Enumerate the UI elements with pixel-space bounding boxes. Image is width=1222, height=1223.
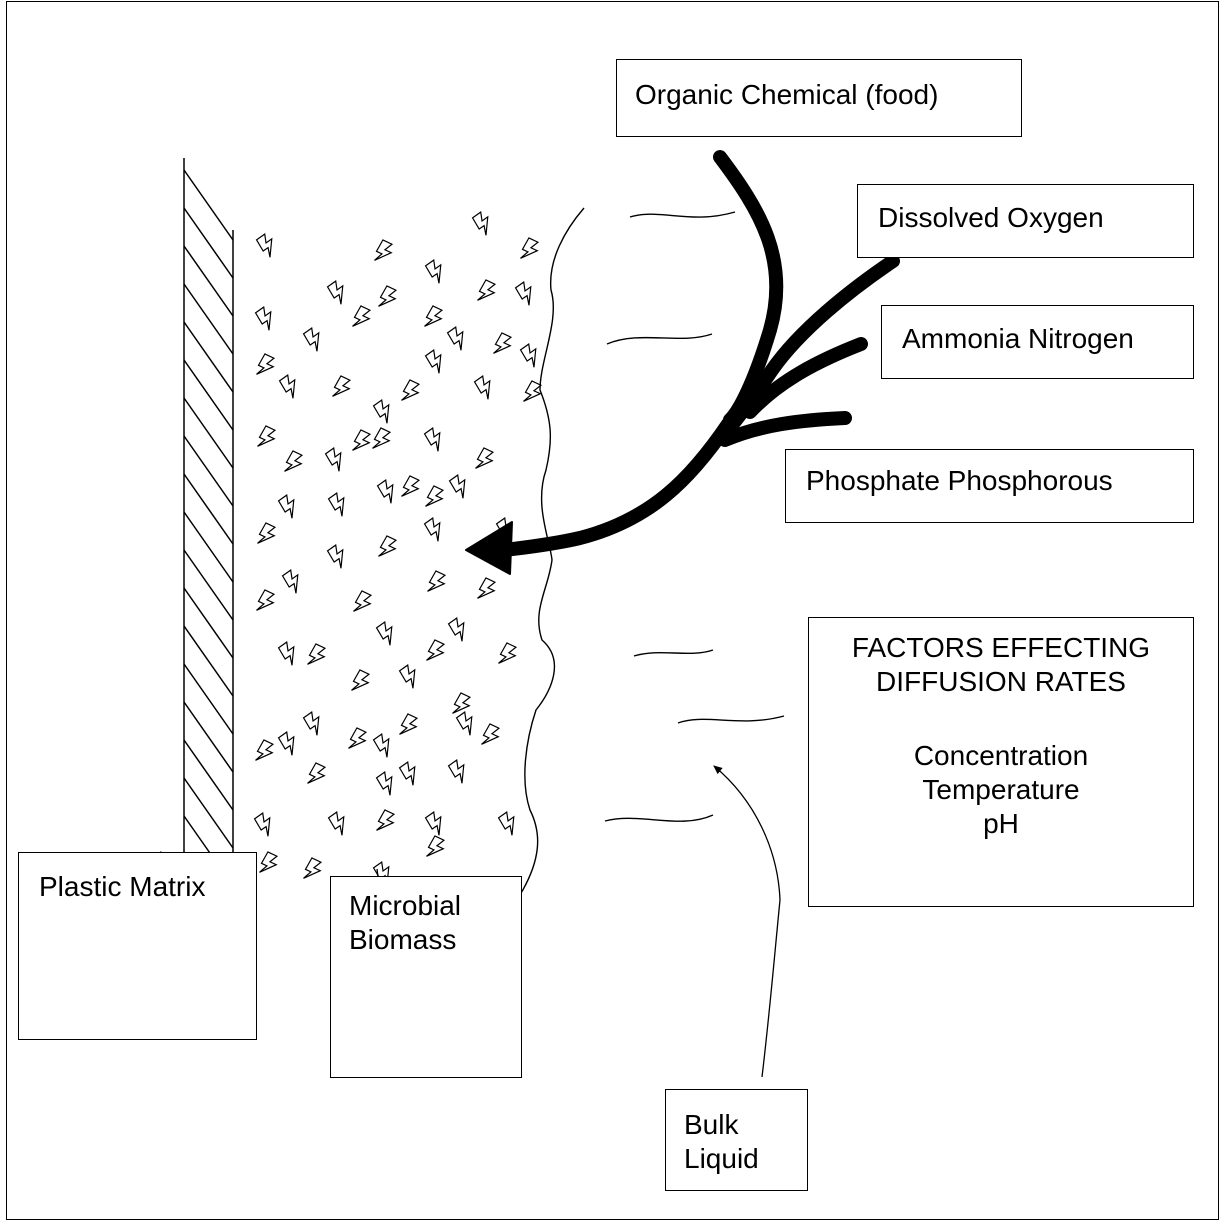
microbial-biomass-label-line2: Biomass xyxy=(349,923,521,957)
bacterium-cell xyxy=(425,258,449,284)
bacterium-cell xyxy=(373,240,395,266)
bulk-liquid-box: Bulk Liquid xyxy=(665,1089,808,1191)
bacterium-cell xyxy=(476,578,498,604)
bacterium-cell xyxy=(254,811,278,837)
factor-item: pH xyxy=(809,807,1193,841)
factor-item: Temperature xyxy=(809,773,1193,807)
bacterium-cell xyxy=(399,760,423,786)
bacterium-cell xyxy=(425,810,449,836)
bacterium-cell xyxy=(425,348,449,374)
organic-chemical-box: Organic Chemical (food) xyxy=(616,59,1022,137)
bacterium-cell xyxy=(278,640,302,666)
bacterium-cell xyxy=(519,238,541,264)
bacterium-cell xyxy=(474,374,498,400)
bacterium-cell xyxy=(328,810,352,836)
bacterium-cell xyxy=(283,451,305,477)
bacterium-cell xyxy=(327,543,351,569)
dissolved-oxygen-box: Dissolved Oxygen xyxy=(857,184,1194,258)
bacterium-cell xyxy=(448,616,472,642)
bulk-liquid-label-line1: Bulk xyxy=(684,1108,807,1142)
bacterium-cell xyxy=(497,643,519,669)
bacterium-cell xyxy=(306,644,328,670)
bacterium-cell xyxy=(303,326,327,352)
bacterium-cell xyxy=(447,325,471,351)
bacterium-cell xyxy=(498,810,522,836)
bacterium-cell xyxy=(256,426,278,452)
bacterium-cell xyxy=(398,714,420,740)
plastic-matrix-label: Plastic Matrix xyxy=(39,870,256,904)
bacterium-cell xyxy=(256,523,278,549)
factors-title-line1: FACTORS EFFECTING xyxy=(809,631,1193,665)
ammonia-nitrogen-label: Ammonia Nitrogen xyxy=(902,322,1193,356)
biofilm-boundary xyxy=(510,208,584,910)
ammonia-nitrogen-box: Ammonia Nitrogen xyxy=(881,305,1194,379)
factor-item: Concentration xyxy=(809,739,1193,773)
bacterium-cell xyxy=(492,333,514,359)
bacterium-cell xyxy=(278,730,302,756)
bacterium-cell xyxy=(351,430,373,456)
bacterium-cell xyxy=(472,210,496,236)
bulk-pointer xyxy=(714,766,780,1077)
bacterium-cell xyxy=(456,710,480,736)
bacterium-cell xyxy=(425,640,447,666)
bacterium-cell xyxy=(302,858,324,884)
bacterium-cell xyxy=(352,591,374,617)
bacterium-cell xyxy=(254,740,276,766)
bacterium-cell xyxy=(520,342,544,368)
microbial-biomass-box: Microbial Biomass xyxy=(330,876,522,1078)
bacterium-cell xyxy=(424,516,448,542)
bacterium-cell xyxy=(351,306,373,332)
bacterium-cell xyxy=(377,478,401,504)
bacterium-cell xyxy=(522,381,544,407)
diffusion-factors-box: FACTORS EFFECTING DIFFUSION RATES Concen… xyxy=(808,617,1194,907)
plastic-matrix-box: Plastic Matrix xyxy=(18,852,257,1040)
bacterium-cell xyxy=(449,473,473,499)
bulk-liquid-label-line2: Liquid xyxy=(684,1142,807,1176)
bacterium-cell xyxy=(480,724,502,750)
microbial-biomass-label-line1: Microbial xyxy=(349,889,521,923)
bacterium-cell xyxy=(476,280,498,306)
bacterium-cell xyxy=(375,810,397,836)
bacterium-cell xyxy=(371,428,393,454)
bacterium-cell xyxy=(515,280,539,306)
bacterium-cell xyxy=(258,852,280,878)
bacterium-cell xyxy=(425,836,447,862)
bacterium-cell xyxy=(373,398,397,424)
bacterium-cell xyxy=(399,663,423,689)
bacterium-cell xyxy=(306,763,328,789)
bacterium-cell xyxy=(282,568,306,594)
bacterium-cell xyxy=(377,286,399,312)
bacterium-cell xyxy=(376,770,400,796)
bacterium-cell xyxy=(327,279,351,305)
bacterium-cell xyxy=(376,620,400,646)
bacterium-cell xyxy=(474,448,496,474)
bacterium-cell xyxy=(350,670,372,696)
bacterium-cell xyxy=(325,446,349,472)
bacterium-cell xyxy=(423,306,445,332)
bacterium-cell xyxy=(303,710,327,736)
bacterium-cell xyxy=(279,373,303,399)
bacterium-cell xyxy=(373,732,397,758)
bacterium-cell xyxy=(448,758,472,784)
bacterium-cell xyxy=(328,491,352,517)
bacterium-cell xyxy=(255,305,279,331)
bacterium-cell xyxy=(347,728,369,754)
bacterium-cell xyxy=(424,426,448,452)
bacterium-cell xyxy=(377,536,399,562)
bacterium-cell xyxy=(424,486,446,512)
factors-title-line2: DIFFUSION RATES xyxy=(809,665,1193,699)
organic-chemical-label: Organic Chemical (food) xyxy=(635,78,1021,112)
bacterium-cell xyxy=(426,571,448,597)
bacterium-cell xyxy=(255,590,277,616)
phosphate-phosphorous-label: Phosphate Phosphorous xyxy=(806,464,1193,498)
bacterium-cell xyxy=(331,376,353,402)
phosphate-phosphorous-box: Phosphate Phosphorous xyxy=(785,449,1194,523)
bacterium-cell xyxy=(255,354,277,380)
dissolved-oxygen-label: Dissolved Oxygen xyxy=(878,201,1193,235)
bacterium-cell xyxy=(278,493,302,519)
plastic-matrix xyxy=(184,158,233,886)
bacterium-cell xyxy=(256,232,280,258)
bacterium-cell xyxy=(400,476,422,502)
bacterium-cell xyxy=(400,380,422,406)
